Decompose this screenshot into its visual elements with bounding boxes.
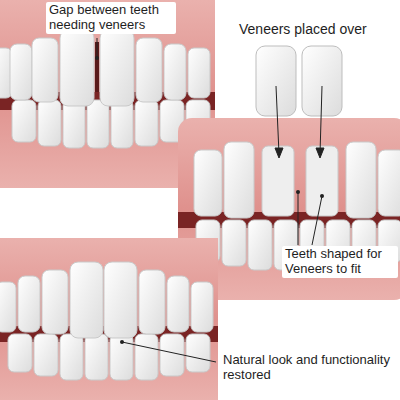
- upper-teeth: [0, 30, 210, 106]
- callout-label: Veneers placed over: [236, 20, 370, 38]
- leader-dot: [120, 340, 124, 344]
- lower-teeth: [8, 334, 210, 380]
- gum: [0, 238, 218, 400]
- restored-teeth-panel: [0, 238, 218, 400]
- callout-label: Natural look and functionality restored: [220, 352, 396, 384]
- callout-label: Teeth shaped for Veneers to fit: [282, 246, 398, 278]
- callout-label: Gap between teeth needing veneers: [46, 2, 176, 34]
- leader-lines: [298, 192, 322, 245]
- leader-dot: [296, 190, 300, 194]
- leader-dot: [320, 194, 324, 198]
- leader-line: [122, 342, 216, 362]
- leader-dot: [95, 56, 99, 60]
- leader-line: [97, 38, 98, 58]
- placement-arrows: [275, 86, 324, 158]
- upper-teeth: [0, 262, 213, 338]
- veneers: [256, 46, 342, 116]
- upper-teeth: [194, 142, 400, 218]
